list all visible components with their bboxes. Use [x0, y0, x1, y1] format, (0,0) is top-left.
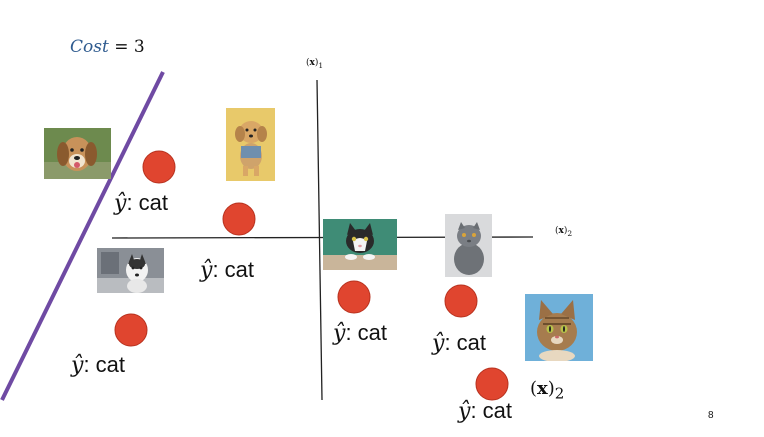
bold-x: x [537, 378, 548, 399]
dog-photo-husky [97, 248, 164, 293]
y-hat: ŷ [458, 399, 471, 424]
marker-3 [114, 313, 148, 347]
prediction-text: : cat [345, 320, 388, 345]
cost-word: Cost [70, 37, 109, 57]
y-hat: ŷ [333, 321, 346, 346]
prediction-label-3: ŷ: cat [71, 352, 125, 378]
prediction-label-4: ŷ: cat [333, 320, 387, 346]
prediction-markers [114, 150, 509, 401]
prediction-text: : cat [212, 257, 255, 282]
prediction-text: : cat [83, 352, 126, 377]
cat-photo-tuxedo [323, 219, 397, 270]
y-hat: ŷ [114, 191, 127, 216]
marker-5 [444, 284, 478, 318]
cost-value: = 3 [108, 37, 145, 57]
paren-close: ) [563, 226, 568, 236]
y-hat: ŷ [432, 331, 445, 356]
prediction-text: : cat [444, 330, 487, 355]
prediction-text: : cat [470, 398, 513, 423]
vertical-axis-label: (x)1 [306, 58, 323, 70]
decision-boundary-line [0, 71, 165, 401]
y-hat: ŷ [71, 353, 84, 378]
dog-photo-beagle [44, 128, 111, 179]
prediction-label-6: ŷ: cat [458, 398, 512, 424]
prediction-label-2: ŷ: cat [200, 257, 254, 283]
marker-1 [142, 150, 176, 184]
prediction-text: : cat [126, 190, 169, 215]
bold-x: x [309, 58, 315, 68]
large-x2-label: (x)2 [530, 378, 564, 403]
subscript: 1 [318, 60, 324, 70]
cat-photo-tabby [525, 294, 593, 361]
prediction-label-5: ŷ: cat [432, 330, 486, 356]
vertical-axis [316, 79, 323, 401]
paren-open: ( [306, 58, 310, 68]
bold-x: x [558, 226, 564, 236]
marker-6 [475, 367, 509, 401]
dog-photo-small [226, 108, 275, 181]
marker-4 [337, 280, 371, 314]
paren-open: ( [555, 226, 559, 236]
cost-label: Cost = 3 [70, 37, 145, 57]
cat-photo-gray [445, 214, 492, 277]
subscript: 2 [567, 228, 573, 238]
subscript: 2 [554, 384, 565, 403]
page-number: 8 [708, 410, 714, 421]
y-hat: ŷ [200, 258, 213, 283]
marker-2 [222, 202, 256, 236]
horizontal-axis-label: (x)2 [555, 226, 572, 238]
paren-close: ) [314, 58, 319, 68]
prediction-label-1: ŷ: cat [114, 190, 168, 216]
paren-close: ) [547, 378, 555, 399]
paren-open: ( [530, 378, 538, 399]
